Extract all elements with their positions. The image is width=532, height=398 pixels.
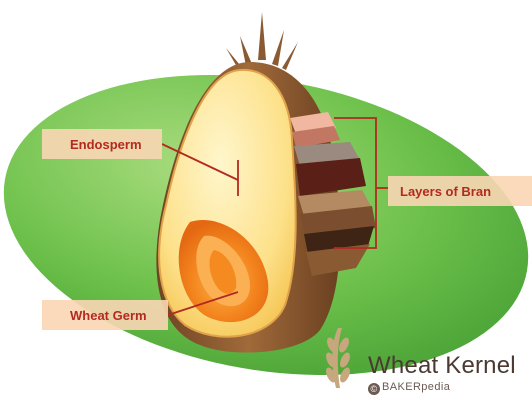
layers-of-bran-label: Layers of Bran <box>388 176 532 206</box>
copyright-line: ©BAKERpedia <box>368 381 450 395</box>
copyright-icon: © <box>368 383 380 395</box>
copyright-text: BAKERpedia <box>382 381 450 393</box>
endosperm-label: Endosperm <box>42 129 162 159</box>
wheat-germ-label: Wheat Germ <box>42 300 168 330</box>
brand-title: Wheat Kernel <box>368 352 516 380</box>
